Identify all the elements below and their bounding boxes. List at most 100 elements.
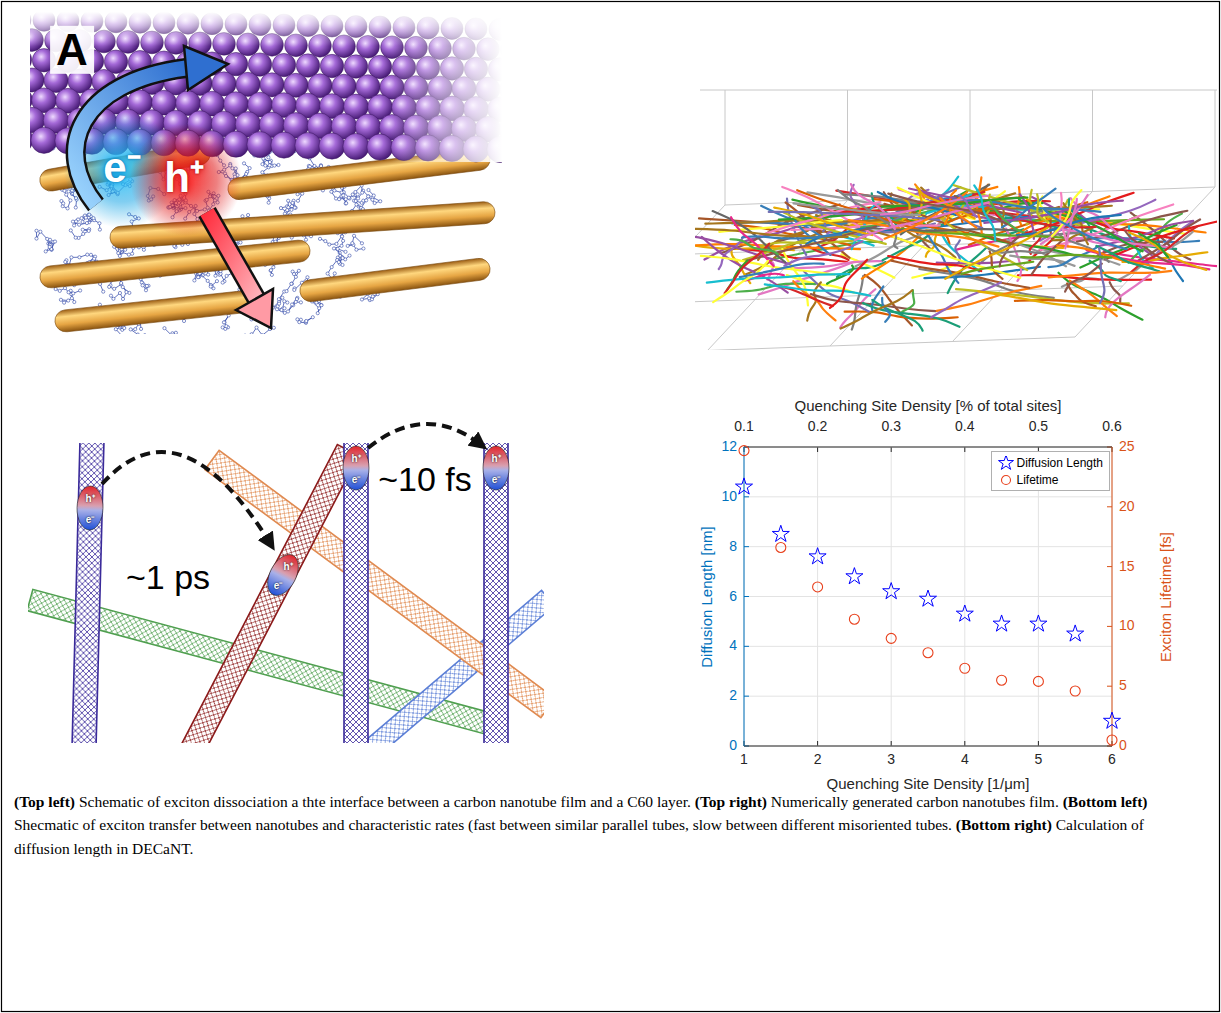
illustration-part [744, 696, 1112, 697]
illustration-part [351, 193, 354, 196]
illustration-part [46, 237, 49, 240]
illustration-part [250, 333, 253, 334]
illustration-part [277, 302, 280, 305]
illustration-part [290, 208, 293, 211]
illustration-part [145, 284, 148, 287]
illustration-part [295, 132, 321, 158]
illustration-part [54, 289, 261, 333]
legend-sample [996, 456, 1016, 470]
illustration-part [1087, 250, 1210, 269]
illustration-part [223, 321, 226, 324]
exciton-oval [343, 446, 369, 490]
illustration-part [295, 297, 298, 300]
illustration-part [354, 199, 357, 202]
illustration-part [1105, 275, 1150, 318]
illustration-part [744, 696, 749, 697]
illustration-part [70, 297, 73, 300]
axis-title: Quenching Site Density [1/μm] [827, 776, 1030, 793]
fast-transfer-arrow [368, 424, 480, 448]
illustration-part [93, 257, 96, 260]
illustration-part [346, 244, 349, 247]
tick-label: 2 [814, 752, 822, 767]
illustration-part [1041, 195, 1088, 244]
illustration-part [53, 240, 56, 243]
tick-label: 0.2 [808, 419, 827, 434]
chart-legend: Diffusion LengthLifetime [991, 451, 1110, 491]
illustration-part [290, 303, 293, 306]
illustration-part [67, 291, 70, 294]
illustration-part [239, 241, 242, 244]
axis-title: Quenching Site Density [% of total sites… [795, 398, 1062, 415]
illustration-part [184, 46, 228, 90]
illustration-part [35, 229, 38, 232]
illustration-part [959, 195, 976, 217]
panel-letter: A [50, 26, 94, 74]
illustration-part [281, 296, 284, 299]
tick-label: 4 [961, 752, 969, 767]
illustration-part [197, 276, 200, 279]
illustration-part [264, 164, 267, 167]
illustration-part [221, 281, 224, 284]
illustration-part [74, 236, 77, 239]
illustration-part [318, 237, 321, 240]
illustration-part [362, 247, 365, 250]
illustration-part [174, 331, 177, 334]
illustration-part [334, 236, 350, 259]
caption-part: (Bottom right) [956, 816, 1052, 833]
hole-label: h⁺ [164, 155, 204, 201]
illustration-part [1002, 189, 1055, 228]
illustration-part [344, 202, 347, 205]
tick-label: 10 [721, 489, 737, 504]
illustration-part [236, 289, 273, 328]
illustration-part [291, 201, 294, 204]
diffusion-marker [919, 590, 936, 606]
illustration-part [354, 191, 369, 207]
illustration-part [164, 328, 180, 334]
hole-sign: h⁺ [85, 493, 94, 504]
illustration-part [73, 218, 94, 225]
illustration-part [80, 217, 83, 220]
nanotube-cylinder [299, 257, 492, 303]
lifetime-marker [1033, 676, 1043, 686]
illustration-part [784, 241, 862, 265]
diffusion-marker [1067, 625, 1084, 641]
illustration-part [744, 447, 1112, 448]
illustration-part [283, 300, 286, 303]
illustration-part [136, 333, 139, 334]
illustration-part [830, 260, 867, 308]
illustration-part [742, 234, 841, 238]
electron-sign: e⁻ [274, 580, 283, 591]
tick-label: 0 [729, 738, 737, 753]
illustration-part [70, 256, 73, 259]
illustration-part [242, 162, 245, 165]
illustration-part [313, 164, 316, 167]
illustration-part [744, 646, 1112, 647]
illustration-part [341, 263, 344, 266]
illustration-part [114, 328, 117, 331]
illustration-part [144, 289, 147, 292]
illustration-part [744, 496, 749, 497]
illustration-part [98, 228, 101, 231]
illustration-part [31, 127, 57, 153]
illustration-part [171, 334, 174, 335]
illustration-part [744, 596, 749, 597]
illustration-part [379, 200, 382, 203]
lifetime-marker [997, 675, 1007, 685]
illustration-part [141, 279, 149, 290]
rate-label: ~10 fs [375, 461, 475, 498]
illustration-part [311, 316, 314, 319]
illustration-part [841, 290, 913, 328]
illustration-part [1096, 246, 1159, 271]
diffusion-marker [772, 525, 789, 541]
illustration-part [250, 333, 253, 334]
illustration-part [62, 301, 65, 304]
illustration-part [296, 193, 299, 196]
illustration-part [700, 90, 1217, 91]
exciton-oval [261, 549, 304, 600]
illustration-part [59, 298, 62, 301]
illustration-part [272, 266, 275, 269]
illustration-part [277, 298, 280, 301]
illustration-part [108, 285, 111, 288]
